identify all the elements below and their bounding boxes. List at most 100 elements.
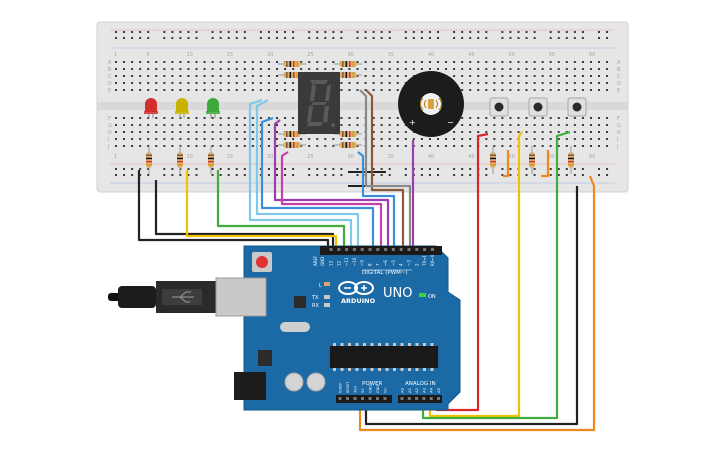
rail-hole [227,174,230,176]
rail-hole [131,174,134,176]
wire-gray [359,89,412,252]
rail-hole [292,168,295,170]
rail-hole [533,168,536,170]
terminal-hole [517,82,520,84]
pin-label-power: 3V3 [354,386,358,393]
terminal-hole [501,117,504,119]
resistor-body [339,142,357,148]
resistor-band [289,142,292,148]
rail-hole [115,31,117,33]
rail-hole [533,174,536,176]
terminal-hole [267,138,270,140]
rail-hole [276,31,278,33]
terminal-hole [131,89,134,91]
rail-hole [404,31,407,33]
rail-hole [412,37,415,39]
pin-label-analog: A3 [421,387,426,393]
terminal-hole [284,117,287,119]
rail-hole [324,174,327,176]
terminal-hole [195,117,198,119]
terminal-hole [396,138,399,140]
terminal-hole [187,117,190,119]
terminal-hole [477,82,480,84]
rail-hole [292,31,295,33]
terminal-hole [203,61,206,63]
terminal-hole [276,138,278,140]
terminal-hole [235,124,238,126]
terminal-hole [589,82,592,84]
pin-label-power: RESET [346,381,350,393]
power-jack [234,372,266,400]
terminal-hole [123,61,126,63]
rail-hole [243,168,246,170]
terminal-hole [324,68,327,70]
atmega-chip [330,346,438,368]
column-number: 45 [468,52,474,58]
column-number: 30 [347,154,353,160]
usb-plug-body [118,286,156,308]
terminal-hole [340,117,343,119]
terminal-hole [461,82,464,84]
rail-hole [211,31,214,33]
row-letter: A [617,60,621,66]
pin-label-power: GND [369,385,373,393]
usb-icon [172,291,194,303]
terminal-hole [139,75,142,77]
terminal-hole [461,131,464,133]
column-number: 1 [114,52,117,58]
terminal-hole [525,61,528,63]
rail-hole [284,168,287,170]
analog-pin-hole [407,397,411,400]
breadboard: AABBCCDDEEFFGGHHIIJJ11551010151520202525… [96,21,629,193]
rail-hole [404,37,407,39]
terminal-hole [267,68,270,70]
terminal-hole [235,138,238,140]
terminal-hole [493,145,496,147]
terminal-hole [203,82,206,84]
rail-hole [469,174,472,176]
power-pin-hole [346,397,349,400]
terminal-hole [139,68,142,70]
resistor-band [345,61,348,67]
row-letter: A [108,60,112,66]
terminal-hole [340,68,343,70]
terminal-hole [356,131,359,133]
row-letter: B [617,67,621,73]
resistor-band [286,61,288,67]
rail-hole [284,174,287,176]
terminal-hole [316,68,319,70]
pin-label-aref: AREF [313,255,318,266]
wire-orange [541,150,550,178]
terminal-hole [606,89,609,91]
rail-hole [332,31,335,33]
digital-pin-hole [399,248,403,251]
row-letter: J [107,144,109,150]
rail-hole [606,174,609,176]
terminal-hole [461,138,464,140]
chip-leg [355,343,359,346]
terminal-hole [123,117,126,119]
terminal-hole [388,89,391,91]
terminal-hole [573,75,576,77]
rail-hole [227,168,230,170]
rail-hole [557,31,560,33]
resistor-band [568,154,574,156]
rail-hole [485,31,488,33]
terminal-hole [115,124,117,126]
terminal-hole [501,68,504,70]
terminal-hole [195,138,198,140]
terminal-hole [533,89,536,91]
terminal-hole [259,89,262,91]
rail-hole [276,168,278,170]
arduino-brand: ARDUINO [341,297,376,305]
wire-orange [503,150,510,178]
rail-hole [131,168,134,170]
power-pin-hole [368,397,372,400]
resistor-band [352,131,355,137]
resistor-band [146,164,152,166]
rail-hole [243,174,246,176]
rail-hole [219,168,222,170]
rail-hole [147,37,150,39]
digital-pin-hole [337,248,341,251]
